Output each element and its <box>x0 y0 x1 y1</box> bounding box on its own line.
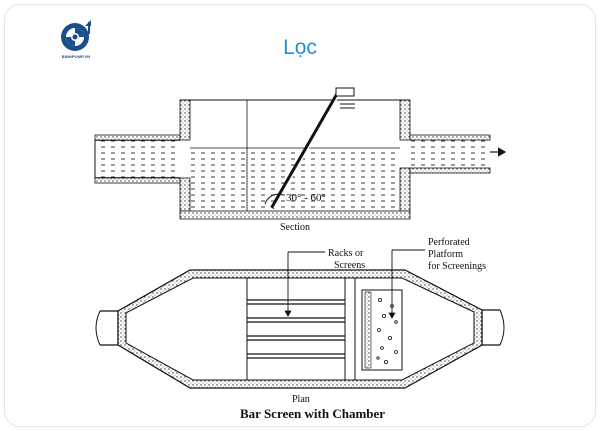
racks-label-line2: Screens <box>334 260 365 271</box>
plan-view: Racks or Screens Perforated Platform for… <box>95 237 505 405</box>
brand-logo: BINHPUMP.VN <box>55 18 97 62</box>
chamber-right-wall-lower <box>399 167 411 212</box>
racks-label-line1: Racks or <box>328 248 364 259</box>
pump-logo-icon <box>61 20 91 51</box>
chamber-floor <box>179 210 411 220</box>
rack-bars <box>247 299 345 359</box>
plan-label: Plan <box>292 394 310 405</box>
outlet-water <box>410 140 490 168</box>
logo-text: BINHPUMP.VN <box>61 54 91 59</box>
angle-label: 30° - 60° <box>286 192 326 204</box>
platform-label-line1: Perforated <box>428 237 470 248</box>
section-view: 30° - 60° Section <box>94 87 507 233</box>
figure-caption: Bar Screen with Chamber <box>240 406 385 421</box>
platform-label-line2: Platform <box>428 249 463 260</box>
inlet-water <box>95 140 180 178</box>
chamber-water <box>190 148 400 211</box>
chamber-left-wall-lower <box>179 177 191 212</box>
page-title: Lọc <box>283 36 317 59</box>
chamber-left-wall-upper <box>179 99 191 141</box>
inclined-rack <box>270 92 340 209</box>
platform-label-line3: for Screenings <box>428 261 486 272</box>
chamber-right-wall-upper <box>399 99 411 141</box>
section-label: Section <box>280 222 310 233</box>
